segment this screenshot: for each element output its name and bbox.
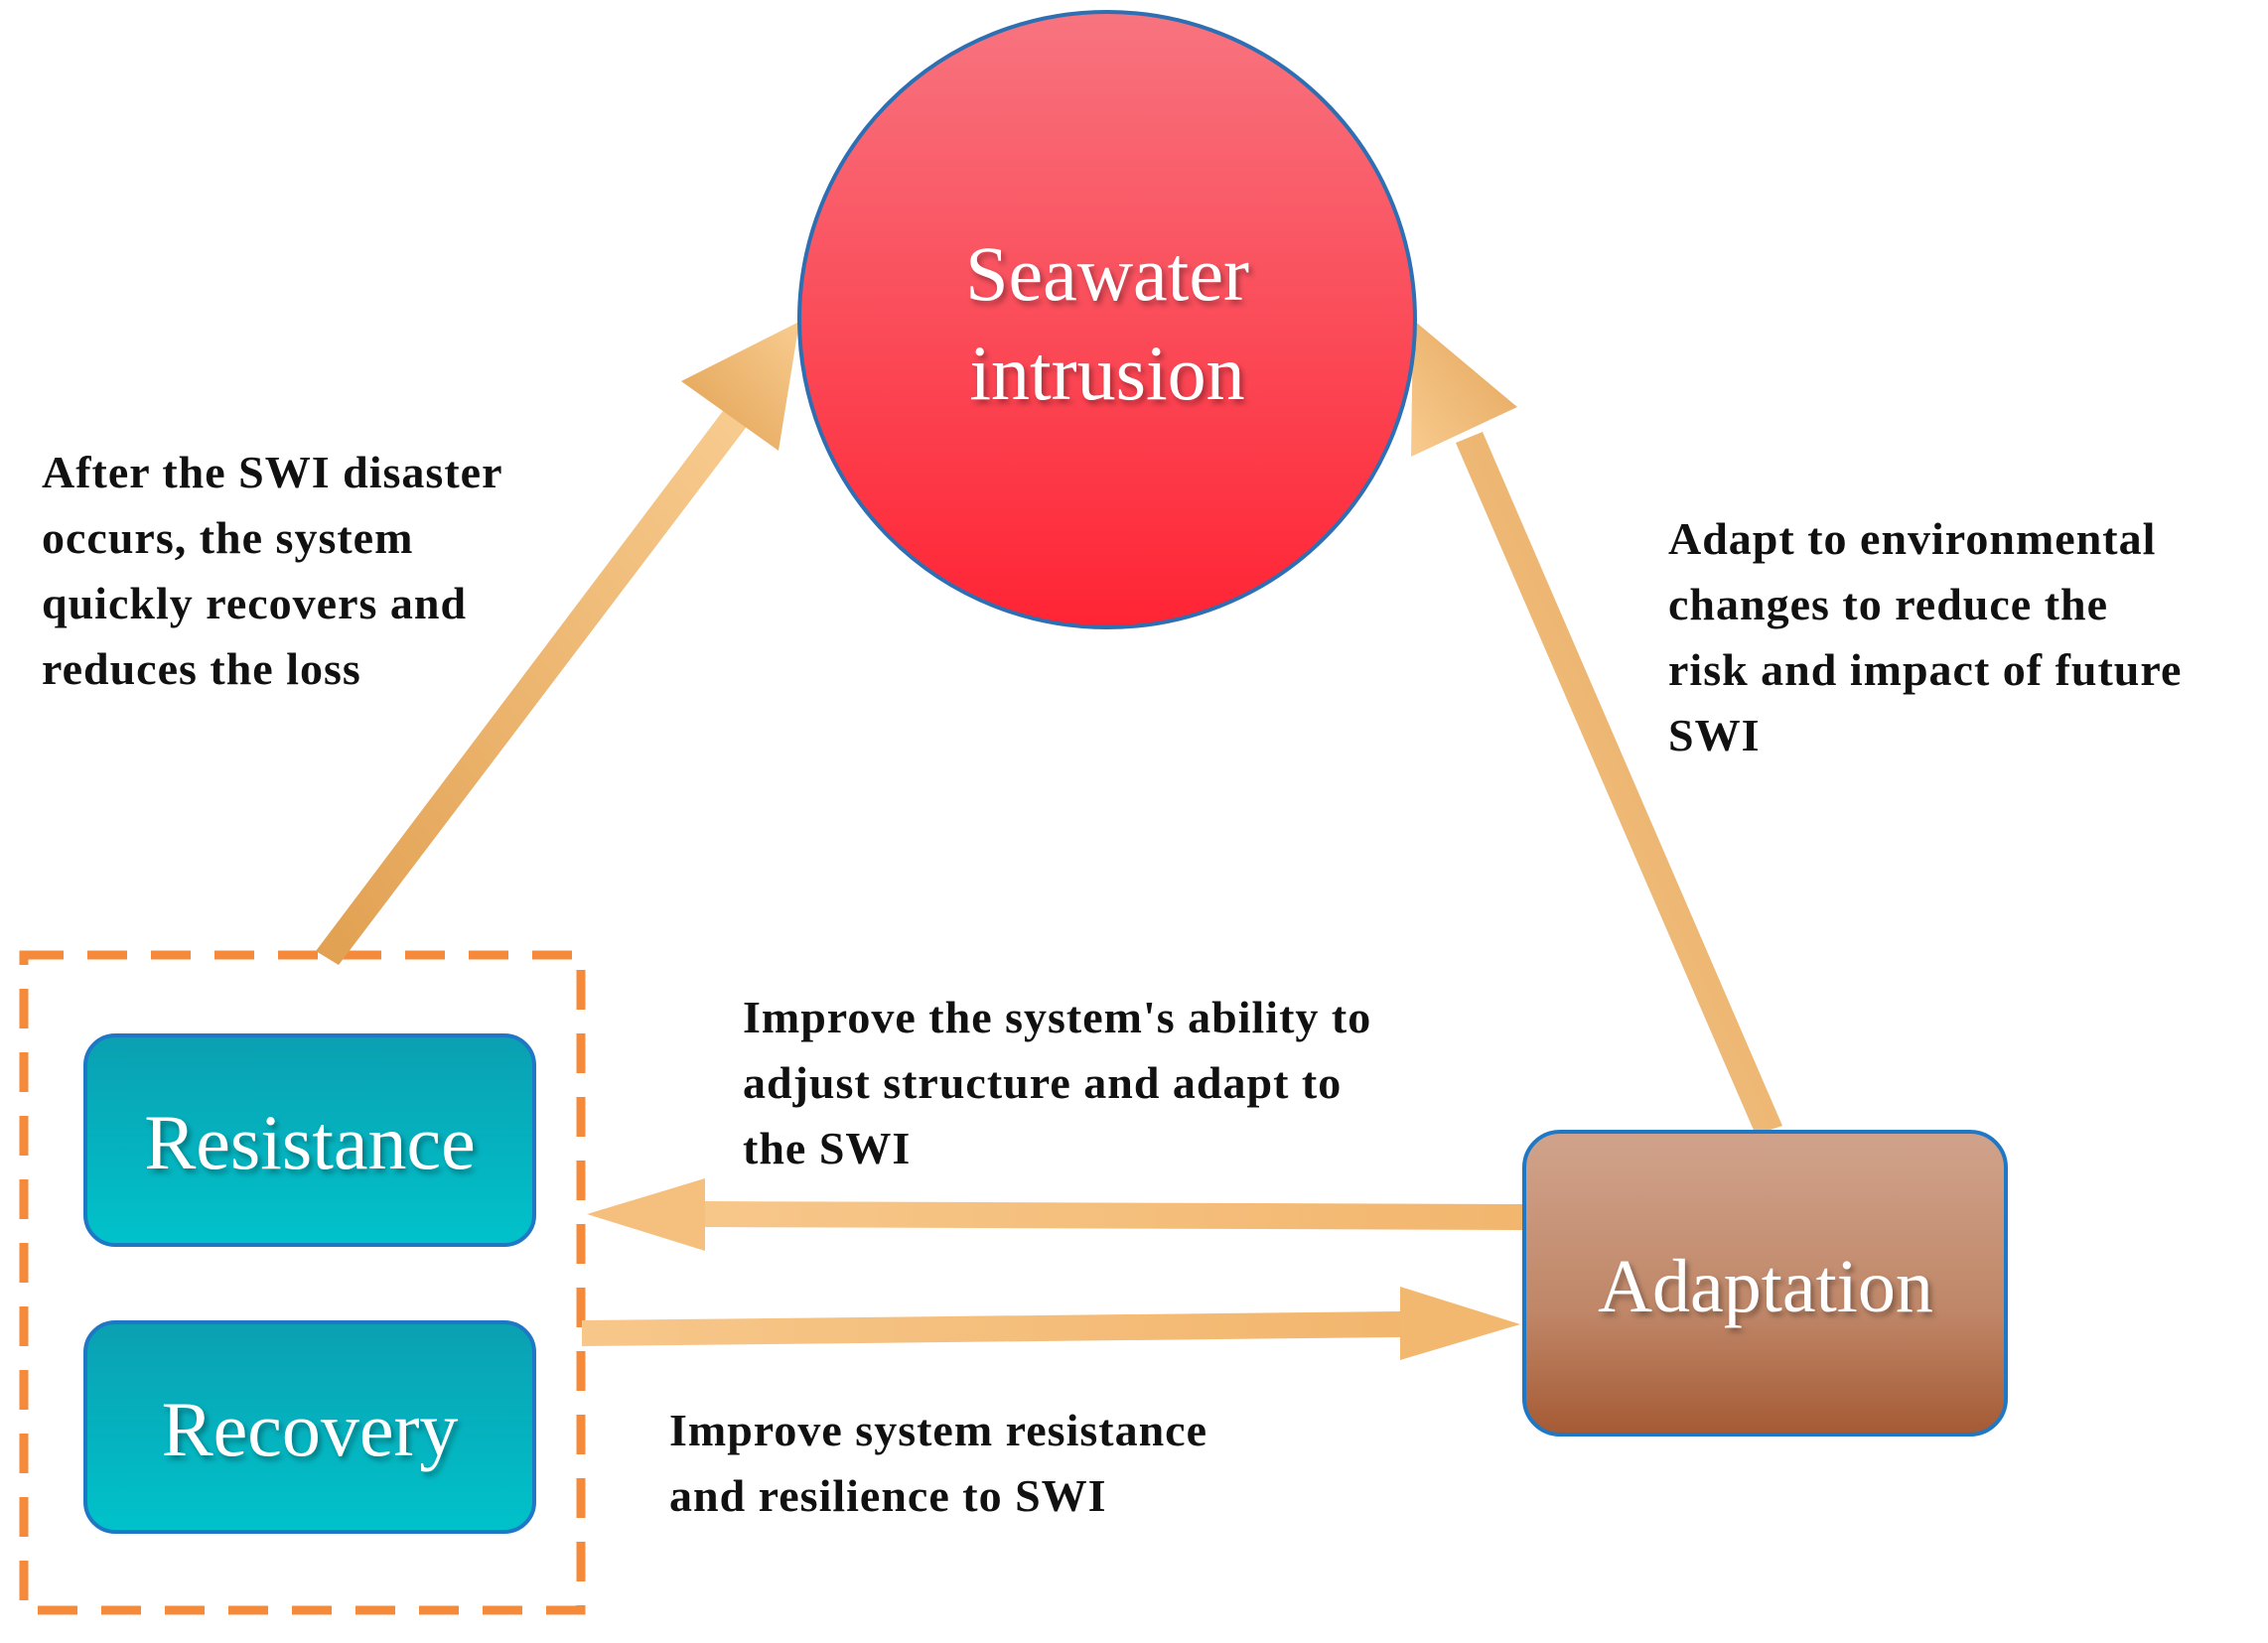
caption-group-to-adaptation: Improve system resistance and resilience… <box>669 1398 1207 1529</box>
resistance-label: Resistance <box>144 1099 476 1185</box>
adaptation-label: Adaptation <box>1598 1245 1933 1328</box>
recovery-label: Recovery <box>162 1386 459 1472</box>
caption-line: Improve system resistance <box>669 1405 1207 1455</box>
caption-line: risk and impact of future <box>1668 644 2183 695</box>
caption-line: quickly recovers and <box>42 578 468 628</box>
caption-line: occurs, the system <box>42 512 414 563</box>
caption-adaptation-to-group: Improve the system's ability to adjust s… <box>743 985 1371 1181</box>
caption-adaptation-to-swi: Adapt to environmental changes to reduce… <box>1668 506 2182 768</box>
arrow-recovery-to-swi <box>316 322 799 965</box>
adaptation-node: Adaptation <box>1522 1130 2008 1437</box>
caption-line: SWI <box>1668 710 1761 760</box>
caption-line: the SWI <box>743 1123 912 1173</box>
caption-recovery-to-swi: After the SWI disaster occurs, the syste… <box>42 440 502 702</box>
caption-line: After the SWI disaster <box>42 447 503 497</box>
caption-line: reduces the loss <box>42 643 361 694</box>
arrow-adaptation-to-swi <box>1411 320 1782 1135</box>
arrow-group-to-adaptation <box>582 1287 1520 1360</box>
recovery-node: Recovery <box>83 1320 536 1534</box>
seawater-intrusion-label-line2: intrusion <box>969 330 1244 416</box>
arrow-adaptation-to-group <box>587 1178 1524 1251</box>
resistance-node: Resistance <box>83 1033 536 1247</box>
seawater-intrusion-label-line1: Seawater <box>965 230 1249 317</box>
caption-line: Adapt to environmental <box>1668 513 2157 564</box>
caption-line: and resilience to SWI <box>669 1470 1107 1521</box>
resistance-recovery-group <box>19 950 586 1615</box>
caption-line: Improve the system's ability to <box>743 992 1372 1042</box>
caption-line: adjust structure and adapt to <box>743 1057 1343 1108</box>
caption-line: changes to reduce the <box>1668 579 2109 629</box>
seawater-intrusion-node: Seawater intrusion <box>797 10 1417 629</box>
